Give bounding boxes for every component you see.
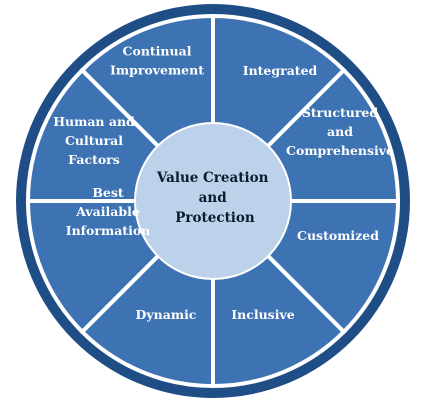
- segment-label: Dynamic: [136, 307, 197, 322]
- segment-label: Inclusive: [231, 307, 294, 322]
- center-circle: [136, 124, 290, 278]
- center-label: Value Creation and Protection: [156, 170, 273, 226]
- wheel-segments: [25, 13, 401, 389]
- segment-label: Integrated: [243, 63, 318, 78]
- segment-label: Customized: [297, 228, 379, 243]
